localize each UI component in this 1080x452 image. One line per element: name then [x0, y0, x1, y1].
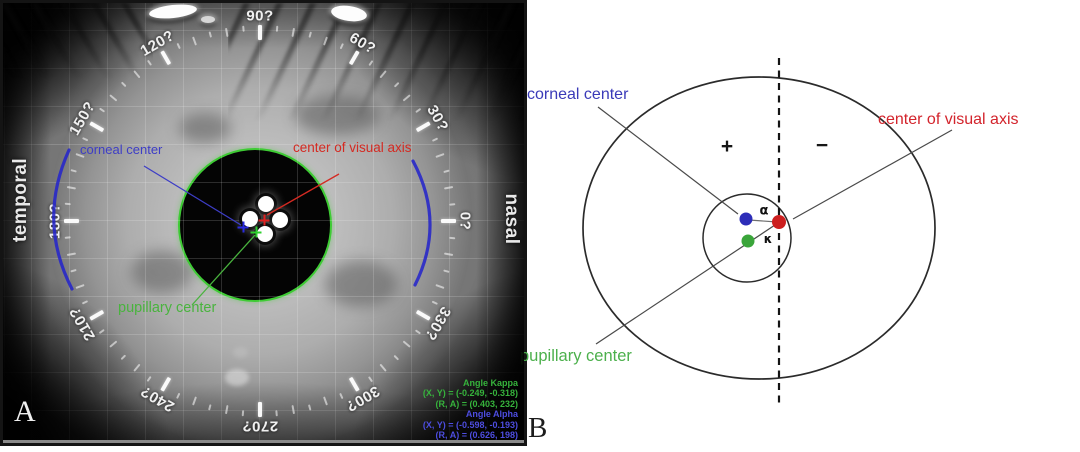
minus-sign: −	[815, 134, 829, 157]
angle-kappa-ra-value: (R, A) = (0.403, 232)	[435, 398, 518, 409]
angle-alpha-title: Angle Alpha	[465, 409, 518, 420]
visual-axis-label: center of visual axis	[878, 111, 1019, 128]
panel-b-schematic-diagram: corneal center center of visual axis pup…	[520, 0, 1080, 452]
corneal-center-cross	[237, 221, 249, 233]
corneal-center-leader-line	[597, 106, 739, 215]
iris-texture-spot	[295, 95, 379, 135]
cornea-ellipse-outline	[582, 76, 936, 380]
eyelid-specular-highlight	[201, 16, 215, 23]
corneal-center-label: corneal center	[527, 86, 629, 103]
reflection-artifact	[233, 347, 248, 358]
plus-sign: +	[720, 135, 734, 158]
corneal-center-label: corneal center	[80, 142, 163, 157]
angle-kappa-xy-value: (X, Y) = (-0.249, -0.318)	[422, 388, 518, 399]
corneal-center-dot	[739, 212, 753, 226]
pupil-circle-outline	[702, 193, 792, 283]
nasal-orientation-label: nasal	[501, 193, 522, 245]
angle-alpha-ra-value: (R, A) = (0.626, 198)	[435, 430, 518, 441]
visual-axis-leader-line	[792, 129, 953, 220]
reflection-artifact	[225, 369, 249, 386]
pupillary-center-label: pupillary center	[118, 300, 217, 316]
iris-texture-spot	[131, 251, 193, 293]
led-reflection-dot-top	[258, 196, 274, 212]
iris-texture-spot	[179, 113, 231, 143]
temporal-orientation-label: temporal	[10, 157, 31, 243]
photo-bottom-frame	[3, 440, 524, 443]
angle-alpha-xy-value: (X, Y) = (-0.598, -0.193)	[422, 419, 518, 430]
schematic-drawing	[582, 58, 953, 403]
pupillary-center-cross	[250, 226, 262, 238]
pupillary-center-dot	[741, 234, 755, 248]
led-reflection-dot-right	[272, 212, 288, 228]
visual-axis-label: center of visual axis	[293, 140, 412, 155]
angle-kappa-title: Angle Kappa	[462, 378, 518, 388]
panel-letter-a: A	[14, 395, 36, 428]
angle-metrics-readout: Angle Kappa (X, Y) = (-0.249, -0.318) (R…	[423, 378, 518, 440]
pupillary-center-label: pupillary center	[520, 347, 632, 365]
visual-axis-center-dot	[772, 215, 786, 229]
iris-texture-spot	[325, 261, 397, 307]
kappa-angle-symbol: κ	[763, 232, 773, 246]
panel-letter-b: B	[528, 412, 548, 444]
alpha-angle-symbol: α	[759, 203, 769, 219]
panel-a-eye-photograph: 0?30?60?90?120?150?180?210?240?270?300?3…	[0, 0, 527, 446]
visual-axis-center-cross	[258, 214, 270, 226]
